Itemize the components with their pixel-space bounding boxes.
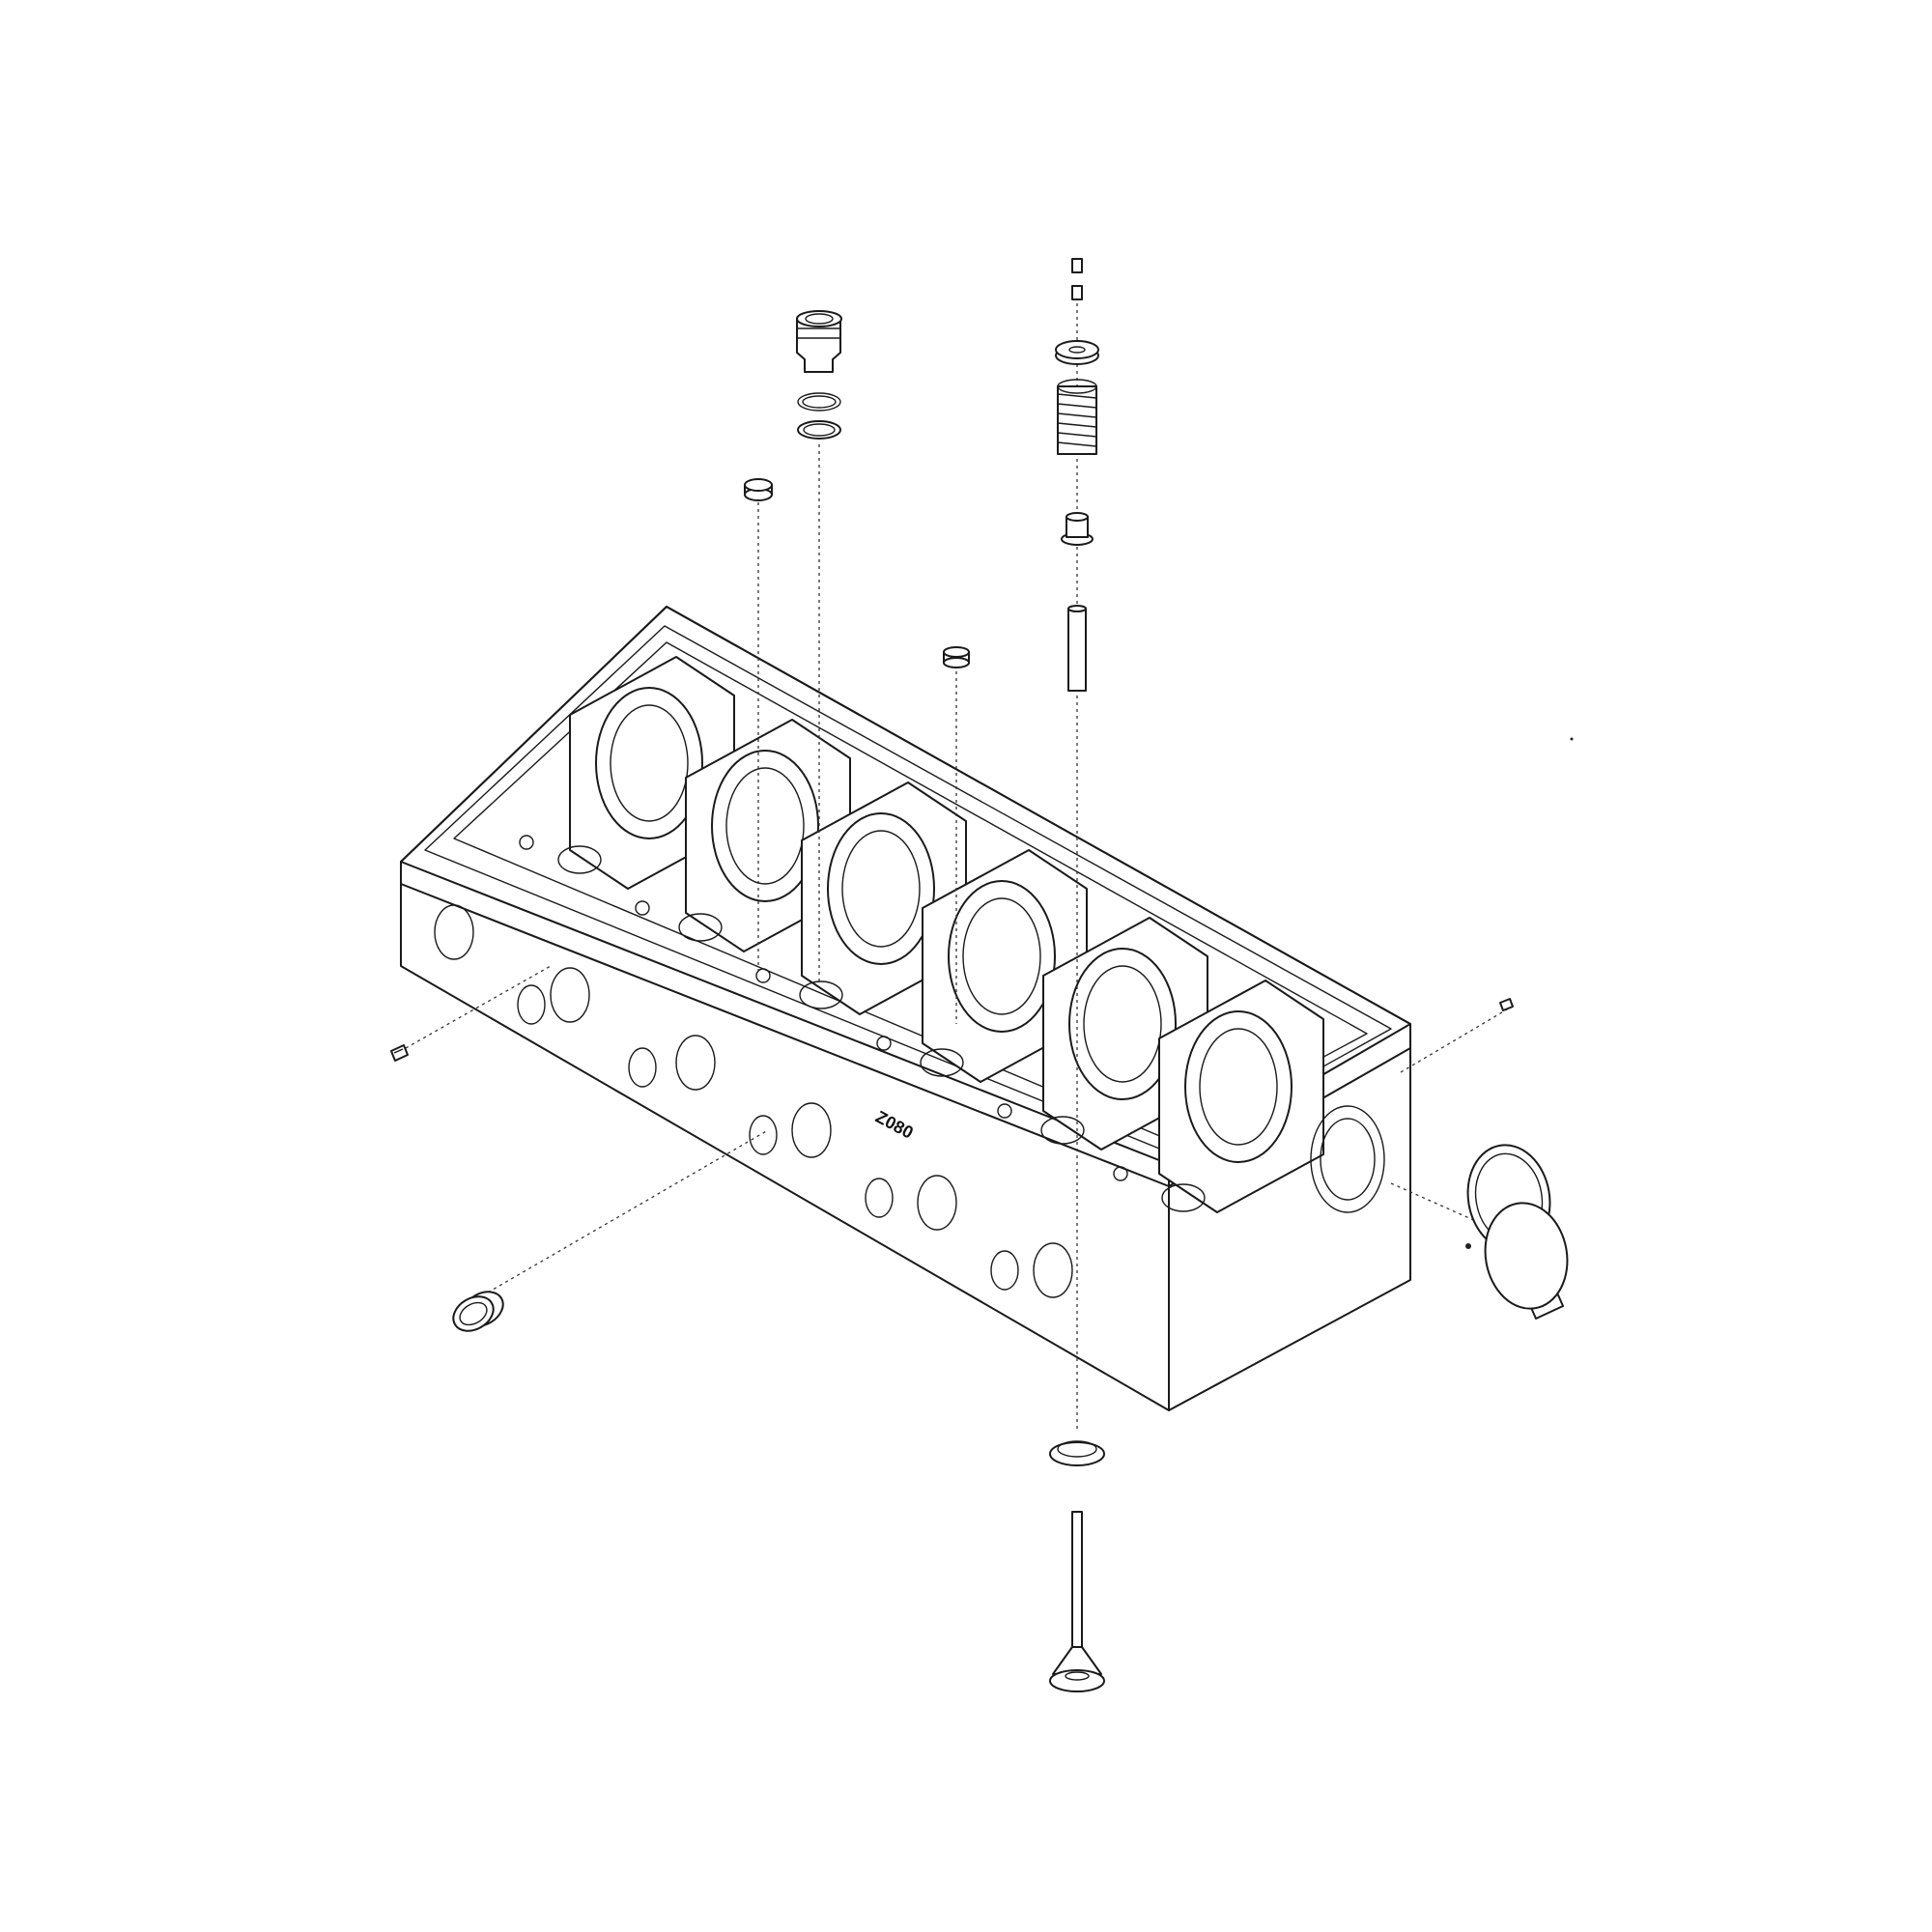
valve-guide	[1067, 605, 1087, 692]
valve	[1049, 1511, 1105, 1692]
valve-cotter-upper	[1071, 258, 1083, 273]
side-plug	[452, 1291, 504, 1332]
spring-retainer	[1055, 340, 1099, 365]
cam-bore-inner	[1320, 1118, 1376, 1201]
cam-tower	[1158, 980, 1324, 1213]
cylinder-head: Z080	[400, 606, 1411, 1411]
cam-bushing	[1465, 1144, 1569, 1320]
assembly-lines	[405, 290, 1508, 1430]
cup-plug-center	[943, 646, 970, 668]
valve-seat-insert	[1049, 1440, 1105, 1466]
valve-stem-seal	[1061, 512, 1094, 546]
screw-plug-left	[390, 1044, 409, 1062]
injector-sleeve-o-ring-upper	[797, 392, 841, 412]
side-ports	[434, 904, 1073, 1298]
valve-cotter-lower	[1071, 285, 1083, 300]
screw-plug-right	[1499, 998, 1514, 1011]
stray-mark	[1570, 737, 1574, 741]
valve-spring	[1057, 379, 1097, 455]
injector-sleeve	[796, 310, 842, 373]
cam-bore	[1310, 1105, 1385, 1213]
injector-sleeve-o-ring-lower	[797, 420, 841, 440]
deck-holes	[519, 835, 1206, 1212]
cam-tower	[922, 849, 1088, 1083]
cup-plug-left	[744, 478, 773, 501]
